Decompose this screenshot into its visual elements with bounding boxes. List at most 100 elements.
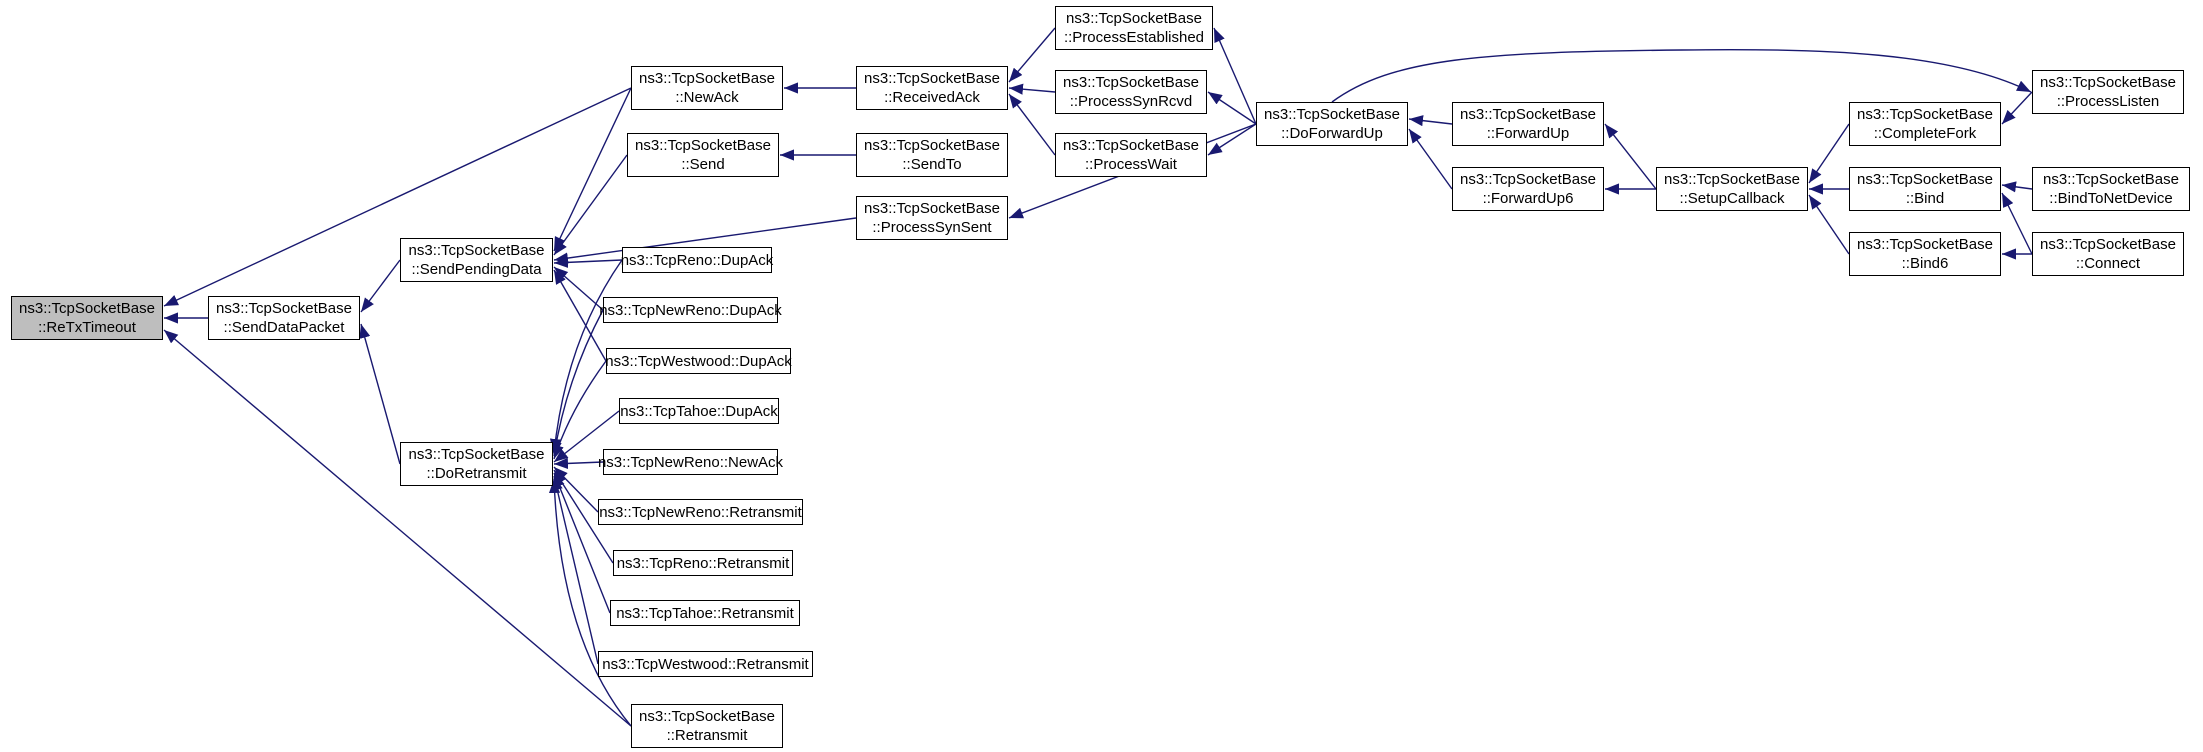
graph-node-label: ::ProcessWait xyxy=(1085,156,1177,173)
graph-node-label: ::DoForwardUp xyxy=(1281,125,1383,142)
graph-node-label: ns3::TcpSocketBase xyxy=(2043,171,2179,188)
call-edge-pwait-recvack xyxy=(1008,93,1056,156)
graph-node-label: ns3::TcpWestwood::Retransmit xyxy=(602,655,809,673)
graph-node-setupcb[interactable]: ns3::TcpSocketBase::SetupCallback xyxy=(1656,167,1808,211)
graph-node-label: ns3::TcpSocketBase xyxy=(635,137,771,154)
graph-node-label: ns3::TcpSocketBase xyxy=(1664,171,1800,188)
call-edge-dofwd-pest xyxy=(1213,27,1257,125)
graph-node-westretx[interactable]: ns3::TcpWestwood::Retransmit xyxy=(598,651,813,677)
graph-node-fwdup6[interactable]: ns3::TcpSocketBase::ForwardUp6 xyxy=(1452,167,1604,211)
graph-node-label: ::ForwardUp xyxy=(1486,125,1570,142)
call-edge-dofwd-plisten xyxy=(1331,48,2032,103)
graph-node-fwdup[interactable]: ns3::TcpSocketBase::ForwardUp xyxy=(1452,102,1604,146)
graph-node-newrenodup[interactable]: ns3::TcpNewReno::DupAck xyxy=(599,297,782,323)
call-edge-tahoeretx-doretx xyxy=(553,472,611,614)
graph-node-sendto[interactable]: ns3::TcpSocketBase::SendTo xyxy=(856,133,1008,177)
graph-node-doretx[interactable]: ns3::TcpSocketBase::DoRetransmit xyxy=(400,442,553,486)
call-edge-cfork-setupcb xyxy=(1808,123,1850,184)
graph-node-dofwd[interactable]: ns3::TcpSocketBase::DoForwardUp xyxy=(1256,102,1408,146)
graph-node-bind[interactable]: ns3::TcpSocketBase::Bind xyxy=(1849,167,2001,211)
graph-node-connect[interactable]: ns3::TcpSocketBase::Connect xyxy=(2032,232,2184,276)
graph-node-label: ns3::TcpSocketBase xyxy=(864,70,1000,87)
graph-node-label: ns3::TcpSocketBase xyxy=(1857,171,1993,188)
call-edge-dofwd-pwait xyxy=(1207,123,1257,156)
graph-node-send[interactable]: ns3::TcpSocketBase::Send xyxy=(627,133,779,177)
call-edge-psynsent-spd xyxy=(553,217,857,264)
graph-node-sdp[interactable]: ns3::TcpSocketBase::SendDataPacket xyxy=(208,296,360,340)
graph-node-label: ::ReceivedAck xyxy=(884,89,980,106)
graph-node-label: ::SetupCallback xyxy=(1679,190,1785,207)
graph-node-newack[interactable]: ns3::TcpSocketBase::NewAck xyxy=(631,66,783,110)
graph-node-label: ns3::TcpSocketBase xyxy=(2040,236,2176,253)
graph-node-newrenonewack[interactable]: ns3::TcpNewReno::NewAck xyxy=(598,449,783,475)
call-edge-newrenonewack-doretx xyxy=(553,457,604,470)
graph-node-label: ::ReTxTimeout xyxy=(38,319,136,336)
graph-node-label: ns3::TcpSocketBase xyxy=(1857,106,1993,123)
graph-node-label: ::SendPendingData xyxy=(411,261,542,278)
graph-node-bindnet[interactable]: ns3::TcpSocketBase::BindToNetDevice xyxy=(2032,167,2190,211)
graph-node-recvack[interactable]: ns3::TcpSocketBase::ReceivedAck xyxy=(856,66,1008,110)
graph-node-label: ns3::TcpSocketBase xyxy=(864,137,1000,154)
graph-node-label: ns3::TcpSocketBase xyxy=(1066,10,1202,27)
graph-node-label: ::Bind xyxy=(1905,190,1945,207)
graph-node-label: ::BindToNetDevice xyxy=(2049,190,2173,207)
graph-node-label: ::ForwardUp6 xyxy=(1482,190,1574,207)
graph-node-renodup[interactable]: ns3::TcpReno::DupAck xyxy=(620,247,774,273)
call-edge-fwdup6-dofwd xyxy=(1408,128,1453,190)
graph-node-label: ::Retransmit xyxy=(666,727,748,744)
graph-node-retx[interactable]: ns3::TcpSocketBase::ReTxTimeout xyxy=(11,296,163,340)
graph-node-psynsent[interactable]: ns3::TcpSocketBase::ProcessSynSent xyxy=(856,196,1008,240)
call-edge-tahoedup-doretx xyxy=(553,410,620,463)
graph-node-pest[interactable]: ns3::TcpSocketBase::ProcessEstablished xyxy=(1055,6,1213,50)
graph-node-label: ::Send xyxy=(681,156,725,173)
graph-node-label: ns3::TcpSocketBase xyxy=(864,200,1000,217)
call-edge-westdup-spd xyxy=(553,269,607,362)
graph-node-pwait[interactable]: ns3::TcpSocketBase::ProcessWait xyxy=(1055,133,1207,177)
call-edge-westretx-doretx xyxy=(551,475,599,665)
call-edge-newrenodup-doretx xyxy=(550,309,604,457)
graph-node-plisten[interactable]: ns3::TcpSocketBase::ProcessListen xyxy=(2032,70,2184,114)
graph-node-label: ::ProcessEstablished xyxy=(1063,29,1205,46)
call-edge-setupcb-fwdup xyxy=(1604,123,1657,190)
graph-node-psynrcvd[interactable]: ns3::TcpSocketBase::ProcessSynRcvd xyxy=(1055,70,1207,114)
graph-node-newrenoretx[interactable]: ns3::TcpNewReno::Retransmit xyxy=(598,499,803,525)
graph-node-label: ns3::TcpTahoe::Retransmit xyxy=(616,604,794,622)
graph-node-tahoedup[interactable]: ns3::TcpTahoe::DupAck xyxy=(619,398,779,424)
graph-node-bind6[interactable]: ns3::TcpSocketBase::Bind6 xyxy=(1849,232,2001,276)
call-edge-westdup-doretx xyxy=(553,360,607,460)
graph-node-label: ns3::TcpSocketBase xyxy=(408,242,545,259)
graph-node-label: ns3::TcpSocketBase xyxy=(1264,106,1400,123)
graph-node-label: ns3::TcpWestwood::DupAck xyxy=(605,352,792,370)
call-edge-dofwd-psynrcvd xyxy=(1207,91,1257,125)
call-edge-spd-sdp xyxy=(360,259,401,313)
graph-node-westdup[interactable]: ns3::TcpWestwood::DupAck xyxy=(605,348,792,374)
graph-node-label: ns3::TcpSocketBase xyxy=(1063,137,1199,154)
graph-node-label: ns3::TcpSocketBase xyxy=(1063,74,1199,91)
graph-node-label: ::NewAck xyxy=(675,89,739,106)
graph-node-label: ns3::TcpReno::DupAck xyxy=(620,251,774,269)
call-edge-doretx-sdp xyxy=(359,323,401,465)
graph-node-renoretx[interactable]: ns3::TcpReno::Retransmit xyxy=(613,550,793,576)
graph-node-tahoeretx[interactable]: ns3::TcpTahoe::Retransmit xyxy=(610,600,800,626)
graph-node-label: ns3::TcpReno::Retransmit xyxy=(616,554,790,572)
graph-node-label: ::ProcessSynSent xyxy=(872,219,992,236)
graph-node-label: ns3::TcpSocketBase xyxy=(2040,74,2176,91)
graph-node-label: ::SendDataPacket xyxy=(223,319,345,336)
call-edge-fwdup-dofwd xyxy=(1408,115,1453,127)
graph-node-label: ns3::TcpNewReno::NewAck xyxy=(597,453,784,471)
call-edge-pest-recvack xyxy=(1008,27,1056,83)
graph-node-label: ns3::TcpSocketBase xyxy=(1460,171,1596,188)
graph-node-cfork[interactable]: ns3::TcpSocketBase::CompleteFork xyxy=(1849,102,2001,146)
call-edge-plisten-cfork xyxy=(2001,91,2033,125)
graph-node-label: ns3::TcpSocketBase xyxy=(1460,106,1596,123)
graph-node-label: ns3::TcpSocketBase xyxy=(408,446,545,463)
graph-node-label: ns3::TcpTahoe::DupAck xyxy=(620,402,778,420)
call-edge-renodup-spd xyxy=(553,256,623,268)
graph-node-label: ns3::TcpSocketBase xyxy=(216,300,352,317)
graph-node-spd[interactable]: ns3::TcpSocketBase::SendPendingData xyxy=(400,238,553,282)
call-edge-send-spd xyxy=(553,154,628,256)
graph-node-baseretx[interactable]: ns3::TcpSocketBase::Retransmit xyxy=(631,704,783,748)
